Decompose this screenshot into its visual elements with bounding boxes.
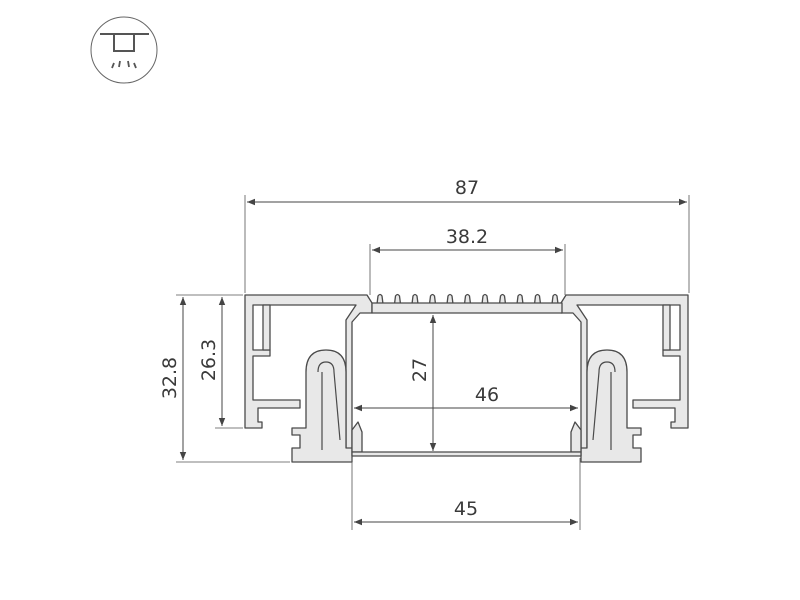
aluminium-profile xyxy=(244,293,689,463)
heatsink-fin xyxy=(446,293,454,305)
dim-label-total-width: 87 xyxy=(455,177,479,199)
heatsink-fin xyxy=(376,293,384,305)
dim-label-opening-width: 45 xyxy=(454,498,478,520)
heatsink-fin xyxy=(498,293,507,305)
dim-label-total-height: 32.8 xyxy=(159,357,181,399)
heatsink-fin xyxy=(463,293,472,305)
heatsink-fin xyxy=(481,293,489,305)
heatsink-fin xyxy=(516,293,524,305)
dim-label-flange-height: 26.3 xyxy=(198,339,220,381)
heatsink-fin xyxy=(533,293,542,305)
dim-label-inner-height: 27 xyxy=(409,358,431,382)
heatsink-fin xyxy=(411,293,419,305)
ceiling-light-icon xyxy=(90,16,158,84)
heatsink-fin xyxy=(551,293,559,305)
extension-lines xyxy=(176,195,690,530)
dim-label-inner-width: 46 xyxy=(475,384,499,406)
dim-label-heatsink-width: 38.2 xyxy=(446,226,488,248)
heatsink-fin xyxy=(393,293,402,305)
heatsink-fin xyxy=(428,293,437,305)
